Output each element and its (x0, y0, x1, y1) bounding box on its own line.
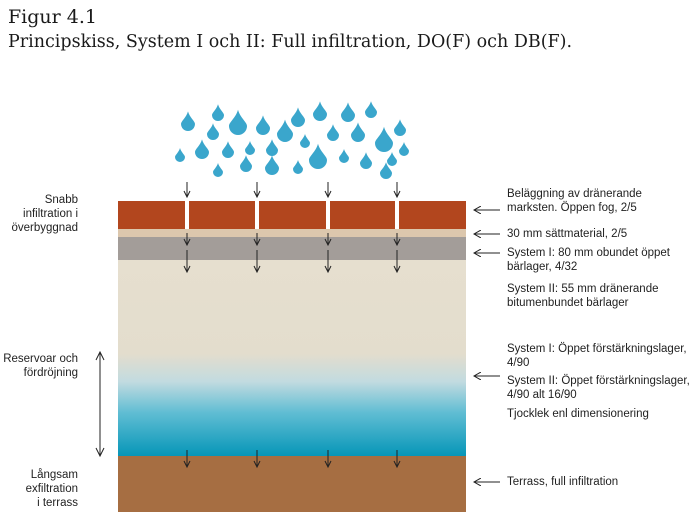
label-line: 4/90 (507, 357, 530, 369)
flow-arrowhead (253, 238, 261, 247)
bedding-layer (118, 229, 466, 237)
raindrop (399, 142, 409, 156)
label-line: System I: Öppet förstärkningslager, (507, 343, 687, 355)
raindrop (222, 141, 234, 158)
raindrop (394, 119, 406, 136)
label-system2-subbase: System II: Öppet förstärkningslager, 4/9… (507, 374, 697, 402)
flow-arrowhead (253, 460, 261, 469)
label-pointers (474, 210, 500, 482)
raindrop (265, 155, 279, 175)
raindrop (309, 143, 327, 169)
label-slow-exfiltration: Långsam exfiltration i terrass (0, 468, 78, 510)
raindrop (213, 163, 223, 177)
raindrop (351, 122, 365, 142)
label-bedding: 30 mm sättmaterial, 2/5 (507, 227, 697, 241)
label-line: Reservoar och (3, 353, 78, 365)
label-reservoir: Reservoar och fördröjning (0, 352, 78, 380)
raindrop (380, 162, 392, 179)
raindrop (207, 123, 219, 140)
label-thickness: Tjocklek enl dimensionering (507, 407, 697, 421)
raindrop (300, 134, 310, 148)
flow-arrowhead (324, 238, 332, 247)
flow-arrowhead (183, 238, 191, 247)
label-line: Långsam (30, 469, 78, 481)
raindrop (339, 149, 349, 163)
raindrop (256, 115, 270, 135)
flow-arrowhead (324, 190, 332, 199)
label-line: Terrass, full infiltration (507, 476, 619, 488)
label-subgrade: Terrass, full infiltration (507, 475, 697, 489)
raindrop (313, 101, 327, 121)
flow-arrowhead (324, 265, 332, 274)
base-course-layer (118, 237, 466, 260)
flow-arrowhead (393, 190, 401, 199)
label-paving: Beläggning av dränerande marksten. Öppen… (507, 187, 697, 215)
label-line: 30 mm sättmaterial, 2/5 (507, 228, 628, 240)
raindrop (360, 152, 372, 169)
flow-arrowhead (393, 460, 401, 469)
label-line: Tjocklek enl dimensionering (507, 408, 649, 420)
raindrop (375, 126, 393, 152)
label-line: bitumenbundet bärlager (507, 297, 629, 309)
label-system2-base: System II: 55 mm dränerande bitumenbunde… (507, 282, 697, 310)
label-line: System I: 80 mm obundet öppet (507, 247, 671, 259)
raindrop (266, 139, 278, 156)
label-line: Beläggning av dränerande (507, 188, 642, 200)
figure-label: Figur 4.1 (8, 6, 97, 28)
flow-arrowhead (253, 190, 261, 199)
label-fast-infiltration: Snabb infiltration i överbyggnad (0, 193, 79, 235)
subbase-reservoir-layer (118, 260, 466, 456)
raindrop (195, 139, 209, 159)
label-line: bärlager, 4/32 (507, 261, 578, 273)
label-line: överbyggnad (11, 222, 79, 234)
raindrop (291, 107, 305, 127)
raindrop (240, 155, 252, 172)
raindrop (245, 141, 255, 155)
label-line: 4/90 alt 16/90 (507, 389, 577, 401)
raindrop (341, 102, 355, 122)
flow-arrowhead (393, 265, 401, 274)
raindrop (327, 124, 339, 141)
label-line: Snabb (44, 194, 78, 206)
figure-caption: Principskiss, System I och II: Full infi… (8, 32, 573, 52)
label-system1-base: System I: 80 mm obundet öppet bärlager, … (507, 246, 697, 274)
flow-arrowhead (253, 265, 261, 274)
label-line: System II: Öppet förstärkningslager, (507, 375, 690, 387)
label-line: exfiltration (25, 483, 78, 495)
raindrop (212, 104, 224, 121)
label-line: marksten. Öppen fog, 2/5 (507, 202, 637, 214)
label-system1-subbase: System I: Öppet förstärkningslager, 4/90 (507, 342, 697, 370)
flow-arrowhead (393, 238, 401, 247)
raindrop (277, 119, 293, 142)
open-joints (185, 201, 399, 229)
reservoir-thickness-arrow (95, 350, 105, 458)
infiltration-arrows (183, 182, 401, 469)
raindrop (387, 152, 397, 166)
subgrade-layer (118, 456, 466, 512)
raindrop (293, 160, 303, 174)
flow-arrowhead (324, 460, 332, 469)
raindrop (175, 148, 185, 162)
paver-layer (118, 201, 466, 229)
label-line: infiltration i (23, 208, 78, 220)
label-line: fördröjning (23, 367, 78, 379)
raindrop (229, 109, 247, 135)
raindrop (365, 101, 377, 118)
raindrop (181, 111, 195, 131)
flow-arrowhead (183, 460, 191, 469)
flow-arrowhead (183, 265, 191, 274)
label-line: i terrass (37, 497, 78, 509)
raindrops (175, 101, 409, 179)
label-line: System II: 55 mm dränerande (507, 283, 659, 295)
flow-arrowhead (183, 190, 191, 199)
